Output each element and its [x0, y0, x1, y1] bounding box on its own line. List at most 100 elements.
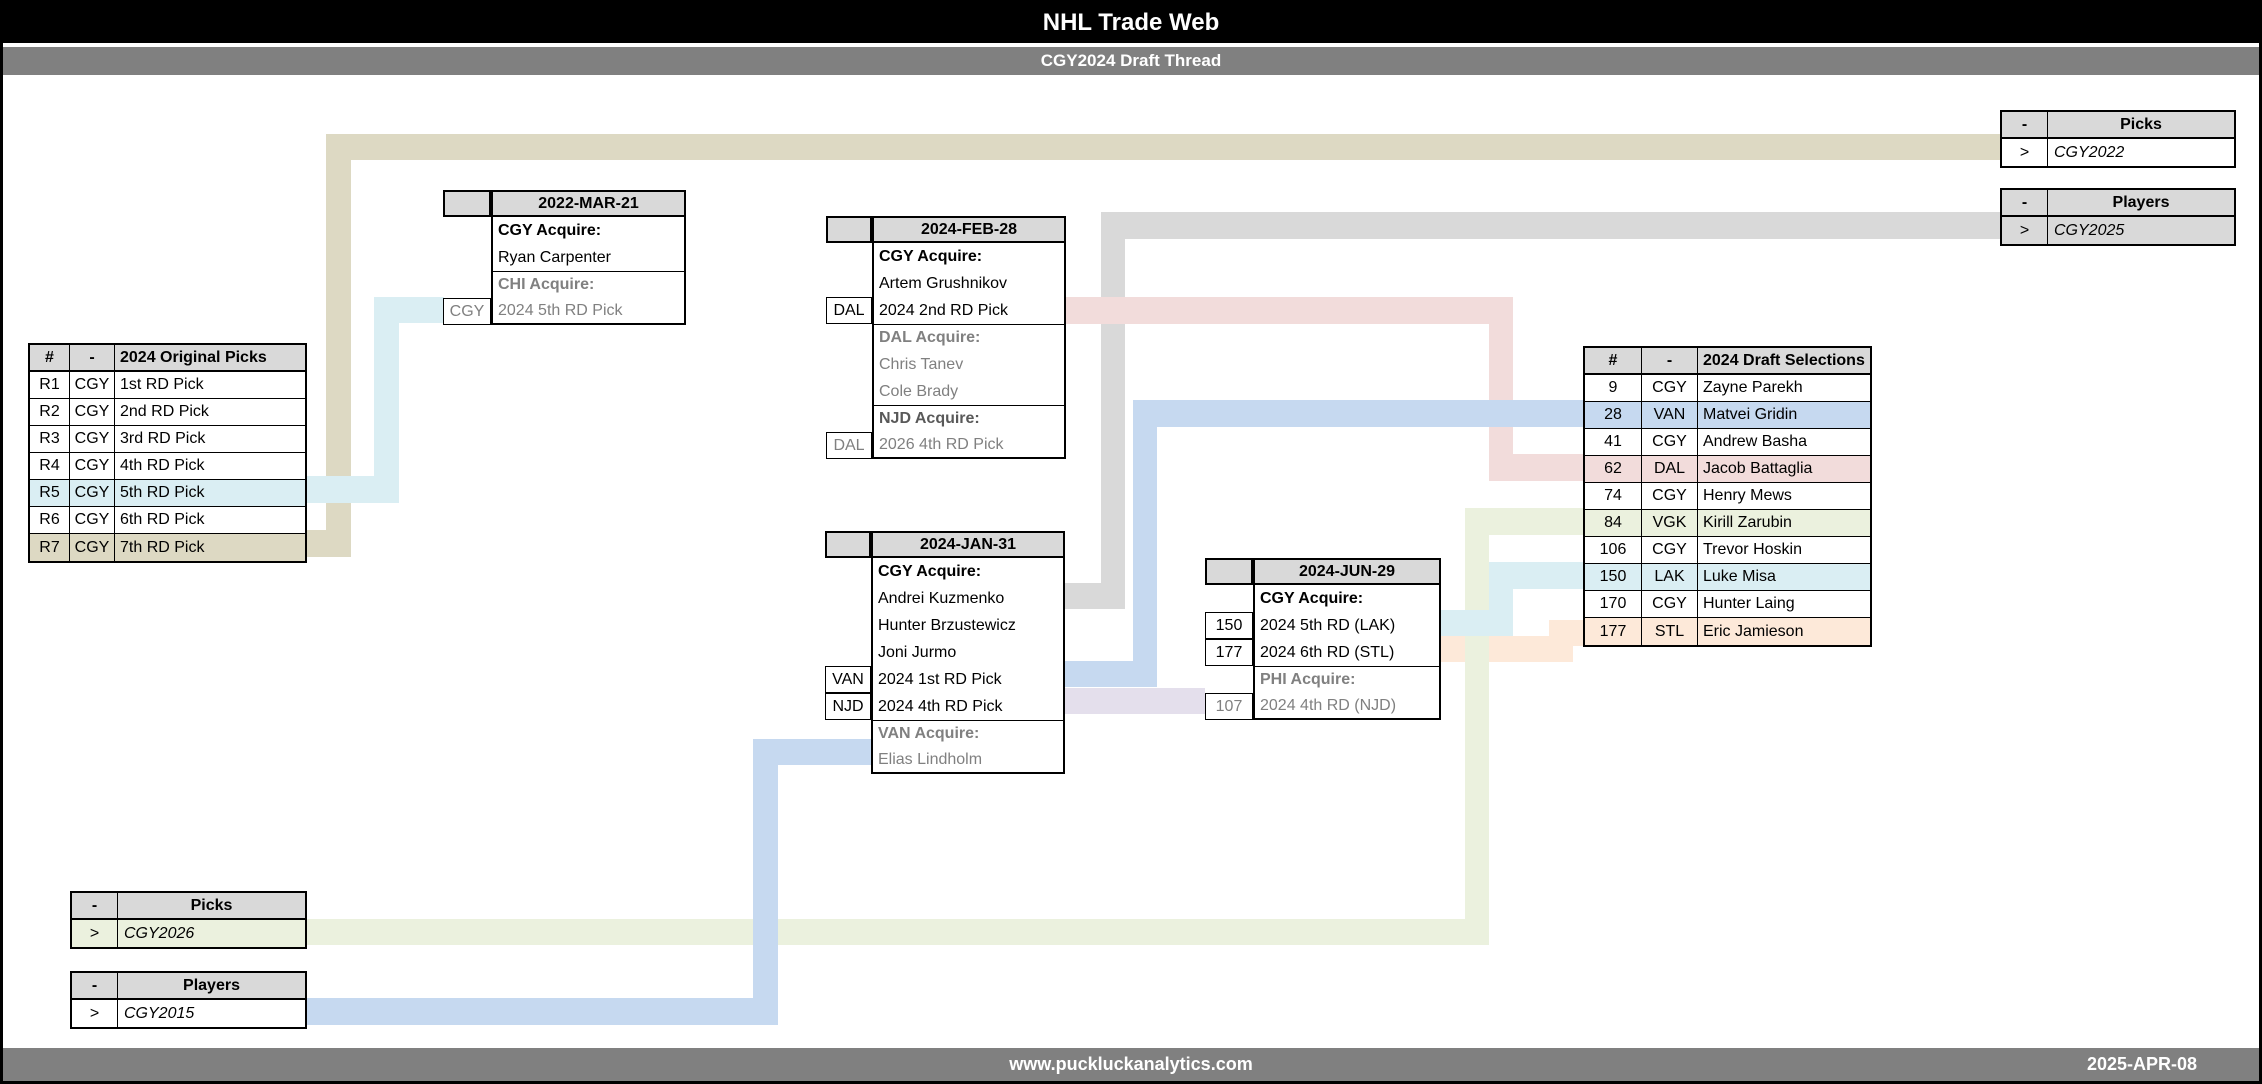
line-cgy2026-to-84-vertical [1465, 508, 1489, 945]
picks-out-2022-table: -Picks >CGY2022 [2000, 110, 2236, 168]
trade-row: Joni Jurmo [825, 639, 1065, 666]
out-ref-value: CGY2015 [124, 1004, 195, 1022]
trade-row: PHI Acquire: [1205, 666, 1441, 693]
corner-cell [443, 190, 491, 217]
line-dal2nd-to-62-end [1489, 454, 1583, 481]
out-value-row: >CGY2015 [72, 1000, 305, 1027]
line-cgy2015-to-lindholm-end [753, 739, 873, 765]
pick-number: 41 [1585, 429, 1642, 456]
pick-team: CGY [1642, 537, 1698, 564]
picks-out-2026-table: -Picks >CGY2026 [70, 891, 307, 949]
player-name: Joni Jurmo [871, 639, 1065, 666]
players-out-2015-table: -Players >CGY2015 [70, 971, 307, 1029]
dash-header: - [72, 973, 118, 1000]
pick-round: R3 [30, 426, 70, 453]
pick-desc: 2024 5th RD (LAK) [1253, 612, 1441, 639]
acquire-label: PHI Acquire: [1253, 666, 1441, 693]
trade-row: Cole Brady [826, 378, 1066, 405]
player-name: Elias Lindholm [871, 747, 1065, 774]
col-team-header: - [70, 345, 115, 372]
pick-team: CGY [70, 534, 115, 561]
trade-date: 2024-JUN-29 [1253, 558, 1441, 585]
page-subtitle: CGY2024 Draft Thread [1040, 51, 1222, 70]
team-badge: NJD [825, 693, 871, 720]
footer-bar: www.puckluckanalytics.com 2025-APR-08 [3, 1048, 2259, 1081]
pick-number-badge: 177 [1205, 639, 1253, 666]
trade-row: Chris Tanev [826, 351, 1066, 378]
trade-row: CGY Acquire: [825, 558, 1065, 585]
pick-team: CGY [70, 399, 115, 426]
line-cgy2026-to-84-start [303, 919, 1489, 945]
trade-row: NJD Acquire: [826, 405, 1066, 432]
dash-header: - [2002, 112, 2048, 139]
trade-row: Ryan Carpenter [443, 244, 686, 271]
corner-cell [825, 531, 871, 558]
trade-row: VAN Acquire: [825, 720, 1065, 747]
pick-number: 62 [1585, 456, 1642, 483]
pick-desc: 2024 5th RD Pick [491, 298, 686, 325]
player-name: Zayne Parekh [1698, 375, 1870, 402]
line-van1st-to-28-end [1133, 400, 1583, 427]
pick-desc: 2nd RD Pick [115, 399, 305, 426]
col-number-header: # [30, 345, 70, 372]
pick-round: R5 [30, 480, 70, 507]
line-177-to-jamieson-end [1549, 620, 1583, 646]
line-kuzmenko-to-cgy2025-top [1101, 212, 2005, 239]
line-njd4th-to-107 [1065, 688, 1205, 714]
player-name: Trevor Hoskin [1698, 537, 1870, 564]
out-value-row: >CGY2026 [72, 920, 305, 947]
players-out-2025-table: -Players >CGY2025 [2000, 188, 2236, 246]
line-cgy2026-to-84-end [1465, 508, 1583, 535]
trade-row: Artem Grushnikov [826, 270, 1066, 297]
player-name: Jacob Battaglia [1698, 456, 1870, 483]
trade-row: Elias Lindholm [825, 747, 1065, 774]
player-name: Kirill Zarubin [1698, 510, 1870, 537]
pick-team: CGY [70, 453, 115, 480]
page-title: NHL Trade Web [1042, 9, 1220, 36]
pick-desc: 1st RD Pick [115, 372, 305, 399]
trade-date: 2022-MAR-21 [491, 190, 686, 217]
line-r5-to-mar21-end [374, 297, 444, 323]
line-van1st-to-28-vertical [1133, 400, 1157, 687]
player-name: Hunter Brzustewicz [871, 612, 1065, 639]
arrow-cell: > [2002, 217, 2048, 244]
players-header: Players [2048, 190, 2234, 217]
pick-desc: 4th RD Pick [115, 453, 305, 480]
acquire-label: CGY Acquire: [872, 243, 1066, 270]
acquire-label: VAN Acquire: [871, 720, 1065, 747]
pick-round: R2 [30, 399, 70, 426]
line-cgy2015-to-lindholm-vertical [753, 739, 778, 1025]
col-player-header: 2024 Draft Selections [1698, 348, 1870, 375]
trade-header-row: 2024-JUN-29 [1205, 558, 1441, 585]
pick-team: CGY [1642, 591, 1698, 618]
pick-team: CGY [1642, 483, 1698, 510]
player-name: Andrew Basha [1698, 429, 1870, 456]
trade-table-2024-jan-31: 2024-JAN-31 CGY Acquire: Andrei Kuzmenko… [825, 531, 1065, 774]
line-kuzmenko-to-cgy2025-vertical [1101, 212, 1125, 609]
line-dal2nd-to-62-vertical [1489, 297, 1513, 481]
acquire-label: CHI Acquire: [491, 271, 686, 298]
pick-team: VAN [1642, 402, 1698, 429]
pick-team: VGK [1642, 510, 1698, 537]
acquire-label: CGY Acquire: [491, 217, 686, 244]
pick-team: DAL [1642, 456, 1698, 483]
pick-desc: 2026 4th RD Pick [872, 432, 1066, 459]
pick-number-badge: 107 [1205, 693, 1253, 720]
out-value-row: >CGY2022 [2002, 139, 2234, 166]
out-ref-value: CGY2025 [2054, 221, 2125, 239]
trade-header-row: 2024-JAN-31 [825, 531, 1065, 558]
